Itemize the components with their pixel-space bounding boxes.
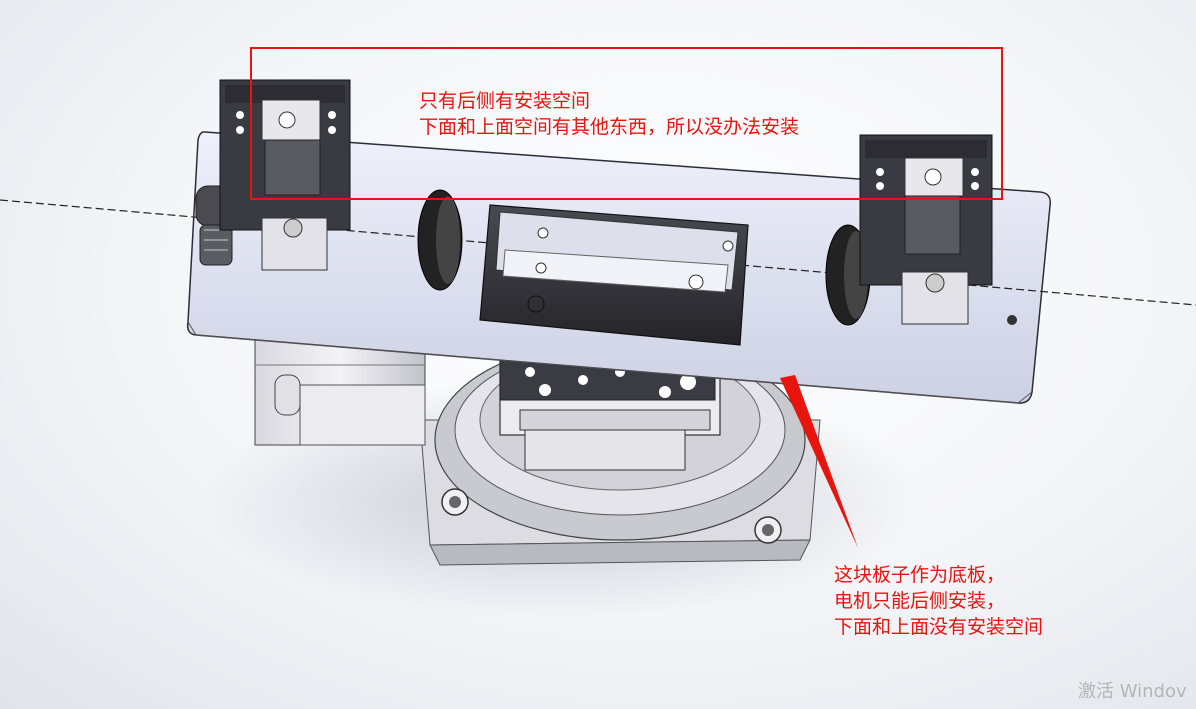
center-housing [479, 204, 749, 346]
annotation-highlight-box [250, 47, 1003, 200]
bottom-note-line-3: 下面和上面没有安装空间 [834, 616, 1044, 638]
right-mount-bracket [859, 134, 993, 325]
top-note-line-1: 只有后侧有安装空间 [419, 90, 591, 112]
top-note-line-2: 下面和上面空间有其他东西，所以没办法安装 [419, 116, 800, 138]
right-wheel [825, 224, 871, 326]
annotation-top-note: 只有后侧有安装空间 下面和上面空间有其他东西，所以没办法安装 [419, 88, 799, 140]
annotation-arrow [780, 375, 858, 548]
plate-hole [1007, 315, 1017, 325]
bottom-note-line-1: 这块板子作为底板， [834, 564, 1006, 586]
left-mount-bracket [219, 79, 351, 271]
annotation-bottom-note: 这块板子作为底板， 电机只能后侧安装， 下面和上面没有安装空间 [834, 562, 1043, 640]
motor-body [254, 334, 426, 446]
left-wheel [417, 189, 463, 291]
bottom-note-line-2: 电机只能后侧安装， [834, 590, 1006, 612]
windows-activation-watermark: 激活 Windov [1078, 681, 1187, 702]
